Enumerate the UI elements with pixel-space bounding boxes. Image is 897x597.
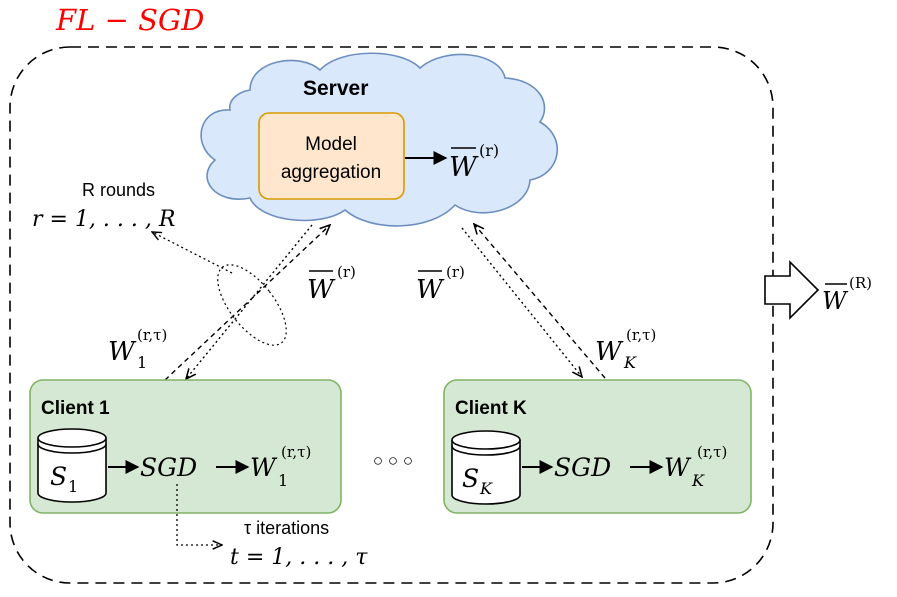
rounds-pointer [152, 232, 233, 274]
svg-text:S: S [50, 462, 67, 491]
svg-text:K: K [479, 479, 493, 498]
rounds-label: R rounds [82, 180, 155, 200]
svg-text:K: K [623, 353, 637, 372]
svg-text:(r,τ): (r,τ) [137, 326, 167, 344]
svg-text:(r): (r) [479, 141, 499, 160]
final-output-arrow [764, 260, 820, 320]
svg-text:1: 1 [278, 471, 288, 490]
round-loop-ellipse [217, 264, 287, 346]
final-global-model: W (R) [822, 274, 872, 315]
svg-text:(r): (r) [337, 263, 356, 281]
svg-text:(r): (r) [446, 263, 465, 281]
more-clients-ellipsis: ○ ○ ○ [373, 451, 413, 470]
svg-text:W: W [108, 337, 137, 367]
server-label: Server [303, 77, 368, 100]
svg-text:(r,τ): (r,τ) [626, 326, 656, 344]
downlink-right-arrow [461, 227, 582, 377]
downlink-left-arrow [186, 224, 313, 379]
client-k-dataset-label: S K [462, 464, 493, 498]
svg-text:(r,τ): (r,τ) [281, 443, 311, 461]
svg-text:1: 1 [137, 353, 147, 372]
client-1-local-model: W 1 (r,τ) [250, 443, 311, 490]
svg-text:W: W [416, 275, 445, 305]
client-1-sgd: SGD [140, 453, 197, 482]
client-1-box [29, 379, 342, 514]
svg-text:W: W [449, 152, 479, 183]
client-1-dataset-icon [37, 428, 107, 503]
uplink-right-arrow [474, 224, 606, 379]
server-output-global-model: W (r) [449, 141, 499, 183]
svg-text:1: 1 [68, 477, 78, 496]
aggregation-label-line1: Model [305, 134, 357, 155]
svg-text:W: W [307, 275, 336, 305]
uplink-right-label: W K (r,τ) [595, 326, 656, 372]
iterations-label: τ iterations [244, 518, 329, 538]
svg-text:W: W [250, 453, 278, 482]
svg-text:K: K [691, 471, 705, 490]
aggregation-label-line2: aggregation [281, 162, 381, 183]
diagram-title: FL − SGD [55, 3, 204, 37]
fl-boundary [9, 46, 774, 584]
client-1-dataset-label: S 1 [50, 462, 78, 496]
svg-text:W: W [822, 287, 849, 315]
client-k-local-model: W K (r,τ) [664, 443, 727, 490]
uplink-left-arrow [164, 225, 330, 381]
client-k-dataset-icon [451, 430, 521, 505]
iterations-pointer [176, 484, 222, 545]
iterations-formula: t = 1, . . . , τ [230, 545, 368, 570]
client-k-sgd: SGD [554, 453, 611, 482]
svg-text:(r,τ): (r,τ) [697, 443, 727, 461]
client-k-label: Client K [455, 398, 527, 419]
model-aggregation-box [258, 112, 405, 200]
svg-text:S: S [462, 464, 479, 493]
downlink-right-label: W (r) [416, 263, 465, 305]
client-1-label: Client 1 [41, 398, 110, 419]
downlink-left-label: W (r) [307, 263, 356, 305]
uplink-left-label: W 1 (r,τ) [108, 326, 167, 372]
svg-text:W: W [595, 337, 624, 367]
svg-text:(R): (R) [849, 274, 872, 292]
rounds-formula: r = 1, . . . , R [32, 207, 175, 232]
svg-text:W: W [664, 453, 692, 482]
